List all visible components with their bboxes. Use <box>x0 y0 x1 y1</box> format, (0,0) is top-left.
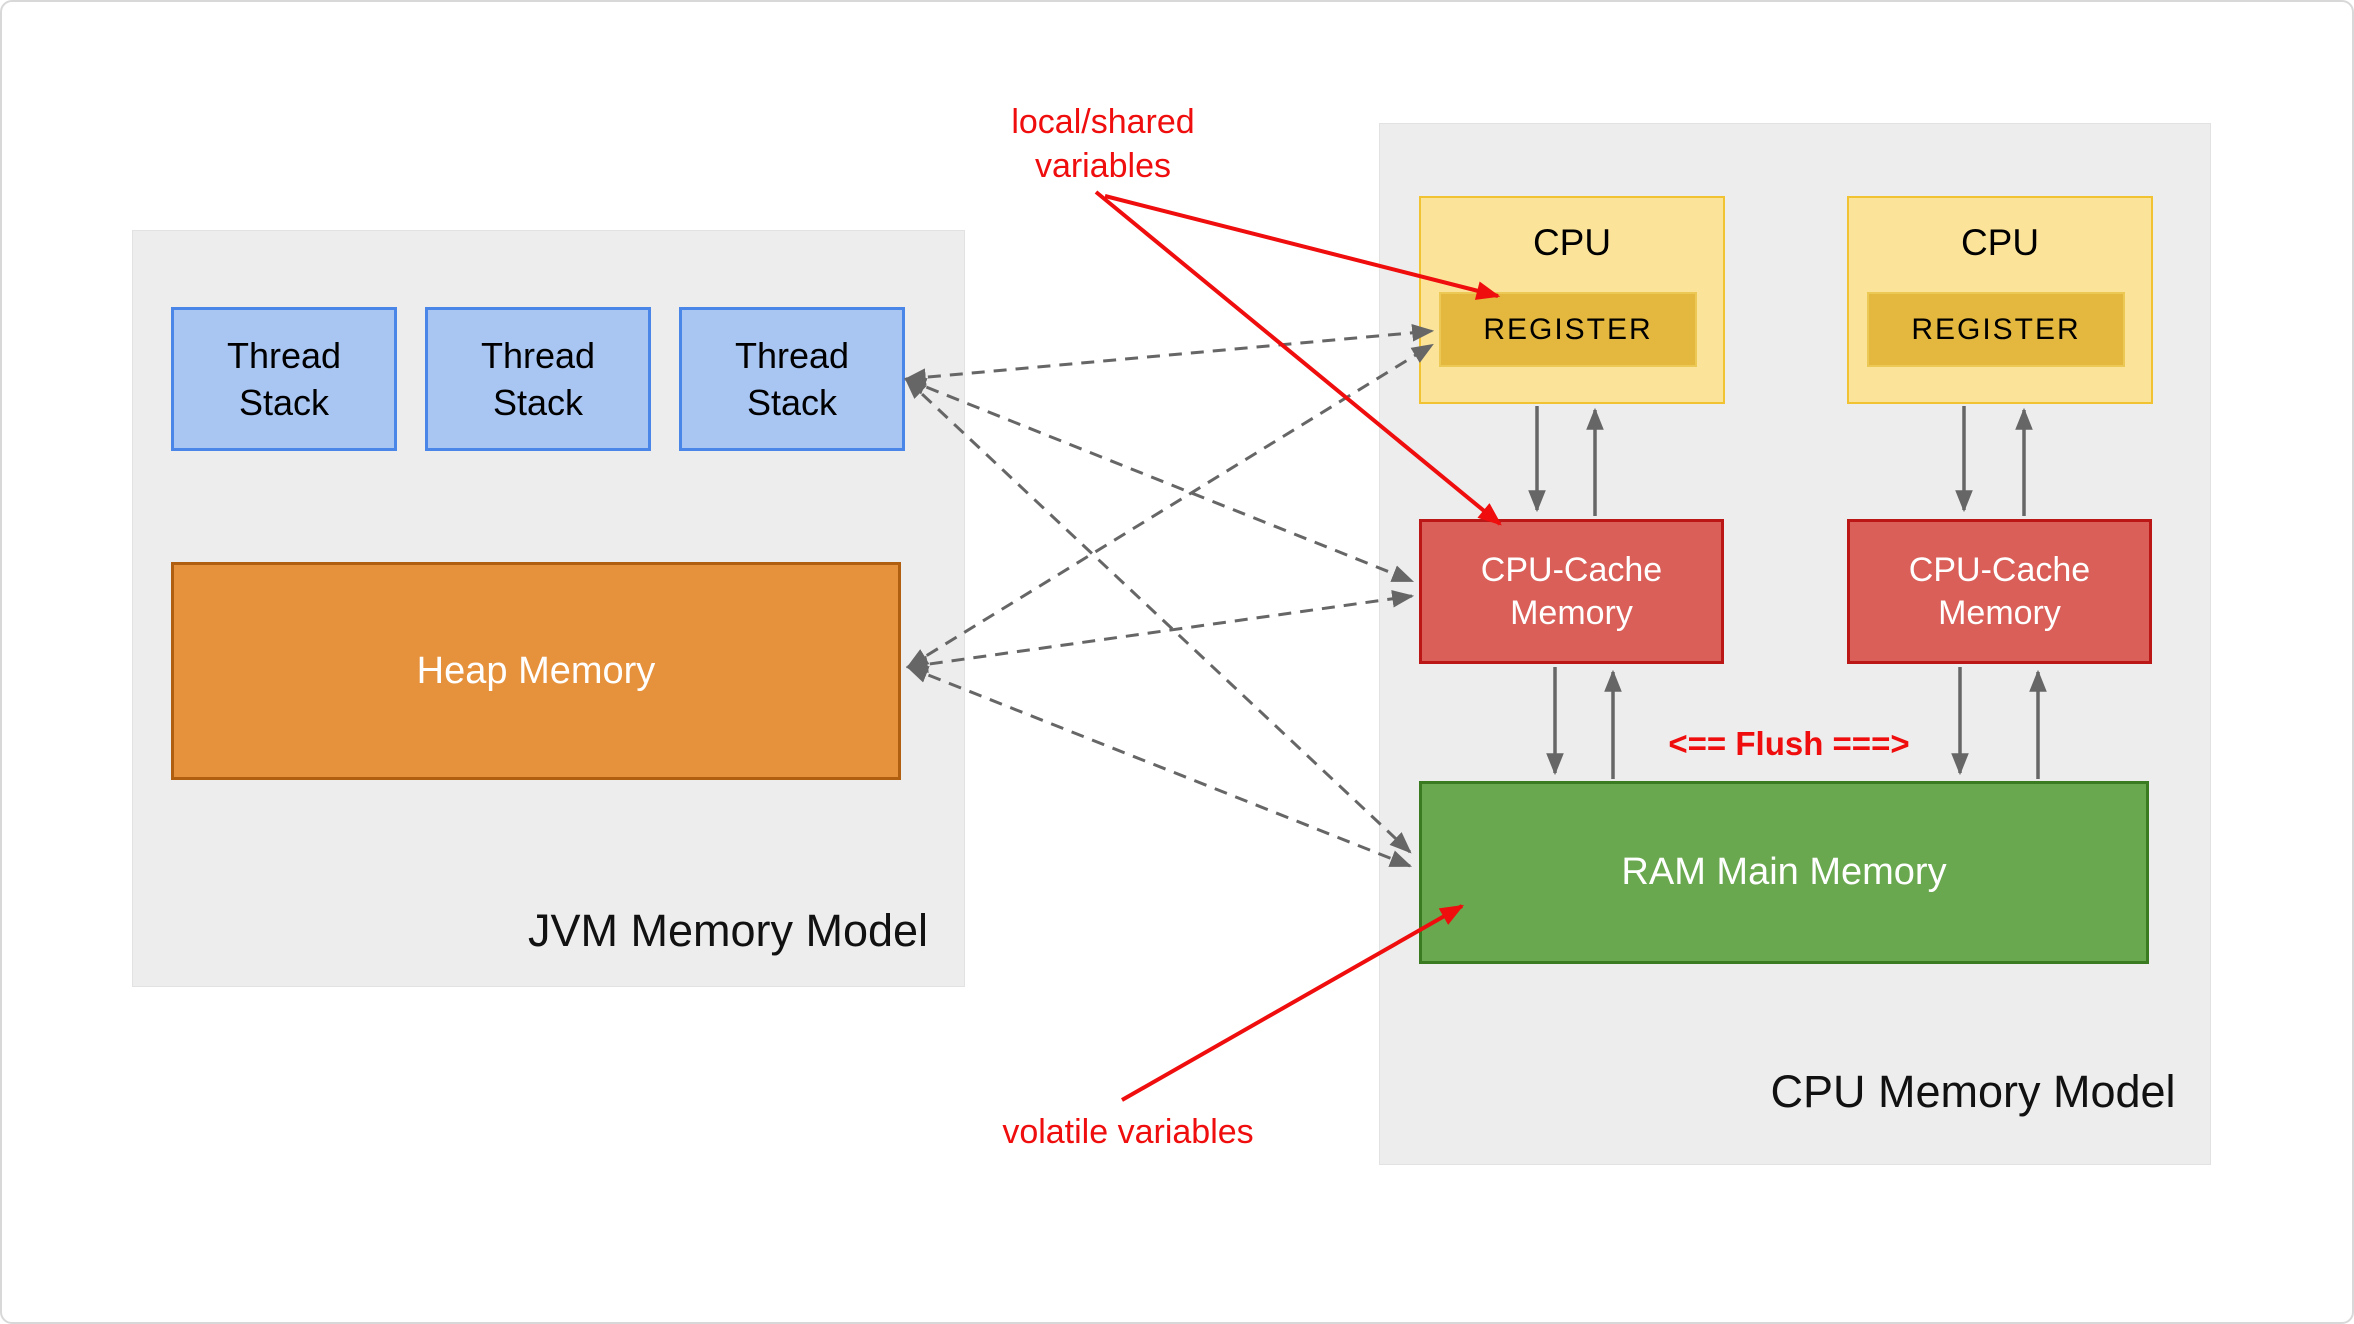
register-box-1: REGISTER <box>1439 292 1697 367</box>
heap-memory-box: Heap Memory <box>171 562 901 780</box>
local-shared-variables-label: local/shared variables <box>1011 103 1195 185</box>
ram-main-memory-label: RAM Main Memory <box>1621 851 1947 893</box>
cpu-label: CPU <box>1960 222 2040 263</box>
cpu-label: CPU <box>1532 222 1612 263</box>
heap-memory-label: Heap Memory <box>416 649 656 692</box>
cpu-cache-label: CPU-Cache Memory <box>1908 550 2091 632</box>
dashed-arrow-threadstack-register <box>903 324 1435 386</box>
jvm-panel-title: JVM Memory Model <box>527 905 929 956</box>
cpu-cache-label: CPU-Cache Memory <box>1480 550 1663 632</box>
dashed-arrow-threadstack-ram <box>904 377 1412 854</box>
thread-stack-box-1: Thread Stack <box>171 307 397 451</box>
thread-stack-box-3: Thread Stack <box>679 307 905 451</box>
ram-main-memory-box: RAM Main Memory <box>1419 781 2149 964</box>
thread-stack-label: Thread Stack <box>226 335 342 423</box>
volatile-variables-label: volatile variables <box>1002 1113 1254 1151</box>
flush-label: <== Flush ===> <box>1668 725 1910 762</box>
thread-stack-label: Thread Stack <box>734 335 850 423</box>
register-label: REGISTER <box>1483 312 1653 346</box>
cpu-cache-box-2: CPU-Cache Memory <box>1847 519 2152 664</box>
cpu-cache-box-1: CPU-Cache Memory <box>1419 519 1724 664</box>
cpu-panel-title: CPU Memory Model <box>1770 1066 2176 1117</box>
dashed-arrow-threadstack-cache <box>903 377 1415 583</box>
dashed-arrow-heap-cache <box>905 590 1415 673</box>
dashed-arrow-heap-ram <box>905 665 1413 868</box>
register-box-2: REGISTER <box>1867 292 2125 367</box>
register-label: REGISTER <box>1911 312 2081 346</box>
thread-stack-label: Thread Stack <box>480 335 596 423</box>
dashed-arrow-heap-register <box>906 343 1434 669</box>
thread-stack-box-2: Thread Stack <box>425 307 651 451</box>
